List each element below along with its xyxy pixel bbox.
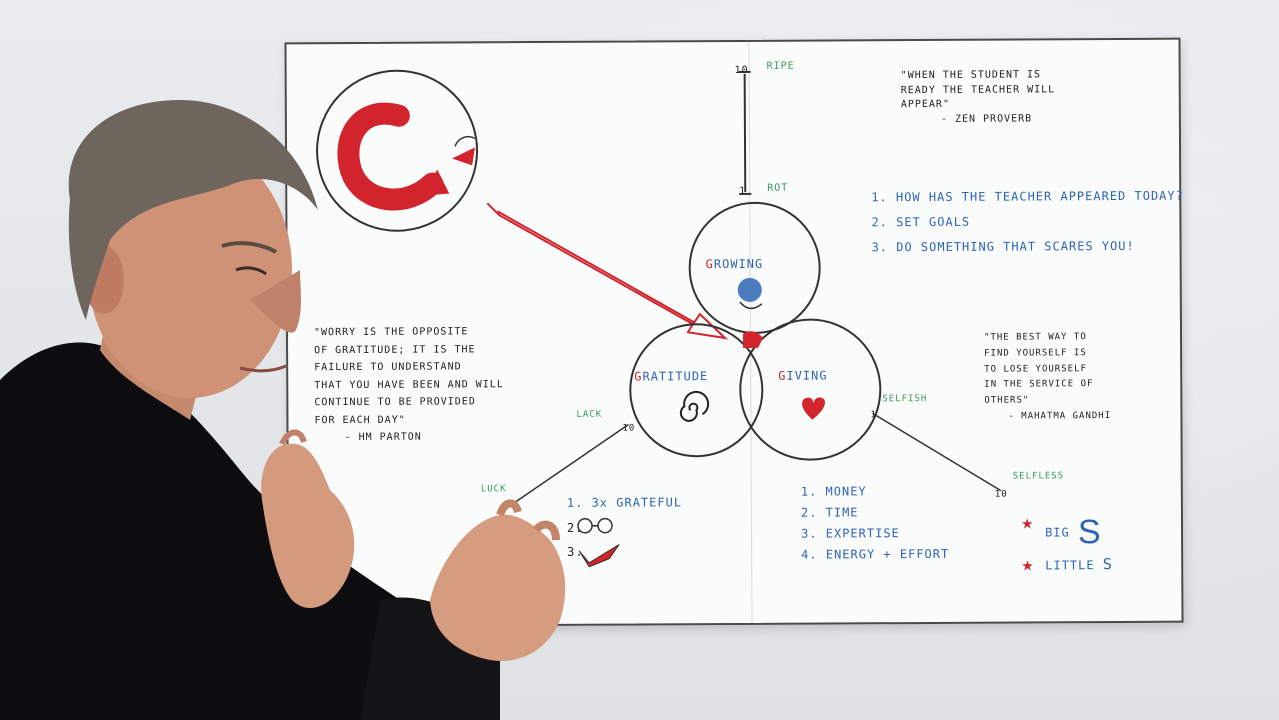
gratitude-circle: [629, 323, 764, 458]
star-icon-2: ★: [1021, 557, 1034, 573]
center-intersection: [743, 331, 764, 348]
glasses-icon: [577, 517, 613, 534]
board-drawings: ★ ★: [316, 69, 1034, 573]
check-icon: [578, 544, 620, 568]
presenter-hand-left: [261, 443, 355, 609]
logo-icon: [337, 102, 476, 211]
presenter-hair: [68, 100, 318, 320]
giving-circle: [739, 318, 882, 461]
left-axis-line: [510, 423, 629, 506]
heart-icon: [802, 397, 825, 420]
presenter-hand-right: [430, 514, 566, 661]
right-axis-line: [872, 412, 1002, 492]
whiteboard-poster: ★ ★ 10 RIPE 1 ROT "WHEN THE STUDENT IS R…: [284, 37, 1184, 628]
scale-line: [743, 73, 747, 192]
head-icon: [737, 277, 763, 310]
spiral-icon: [679, 390, 710, 422]
presenter-shirt: [0, 342, 500, 720]
star-icon-1: ★: [1021, 515, 1034, 531]
logo-circle: [316, 69, 479, 232]
